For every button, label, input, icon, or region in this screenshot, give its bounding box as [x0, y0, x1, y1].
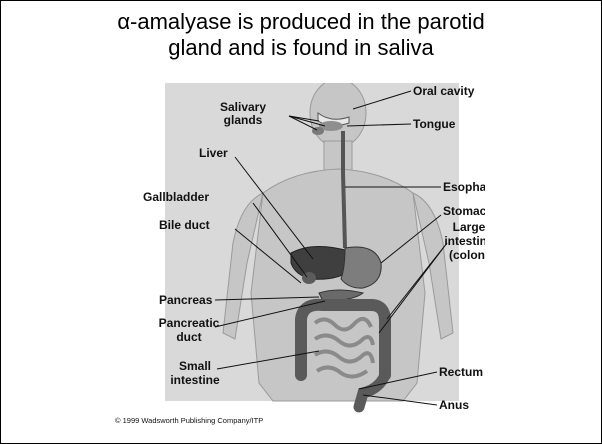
- digestive-system-diagram: Oral cavity Salivary glands Tongue Liver…: [113, 83, 485, 429]
- label-large-intestine-3: (colon): [449, 248, 485, 262]
- label-rectum: Rectum: [439, 365, 483, 379]
- title-line-1: α-amalyase is produced in the parotid: [1, 9, 601, 35]
- label-liver: Liver: [199, 146, 228, 160]
- copyright-notice: © 1999 Wadsworth Publishing Company/ITP: [115, 416, 263, 425]
- digestive-system-figure: Oral cavity Salivary glands Tongue Liver…: [113, 83, 485, 429]
- label-esophagus: Esophagus: [443, 180, 485, 194]
- label-pancreas: Pancreas: [159, 293, 213, 307]
- esophagus-shape: [343, 131, 345, 248]
- label-anus: Anus: [439, 398, 469, 412]
- label-salivary-glands-2: glands: [224, 113, 263, 127]
- stomach-shape: [341, 247, 381, 288]
- label-salivary-glands-1: Salivary: [220, 100, 266, 114]
- title-line-2: gland and is found in saliva: [1, 35, 601, 61]
- label-large-intestine-1: Large: [453, 220, 485, 234]
- label-small-intestine-1: Small: [179, 359, 211, 373]
- label-tongue: Tongue: [413, 117, 456, 131]
- label-stomach: Stomach: [443, 204, 485, 218]
- label-pancreatic-duct-1: Pancreatic: [159, 316, 220, 330]
- label-gallbladder: Gallbladder: [143, 190, 209, 204]
- label-bile-duct: Bile duct: [159, 218, 210, 232]
- label-pancreatic-duct-2: duct: [176, 330, 201, 344]
- slide-title: α-amalyase is produced in the parotid gl…: [1, 9, 601, 61]
- label-small-intestine-2: intestine: [170, 373, 220, 387]
- torso: [251, 169, 425, 401]
- label-large-intestine-2: intestine: [444, 234, 485, 248]
- label-oral-cavity: Oral cavity: [413, 84, 475, 98]
